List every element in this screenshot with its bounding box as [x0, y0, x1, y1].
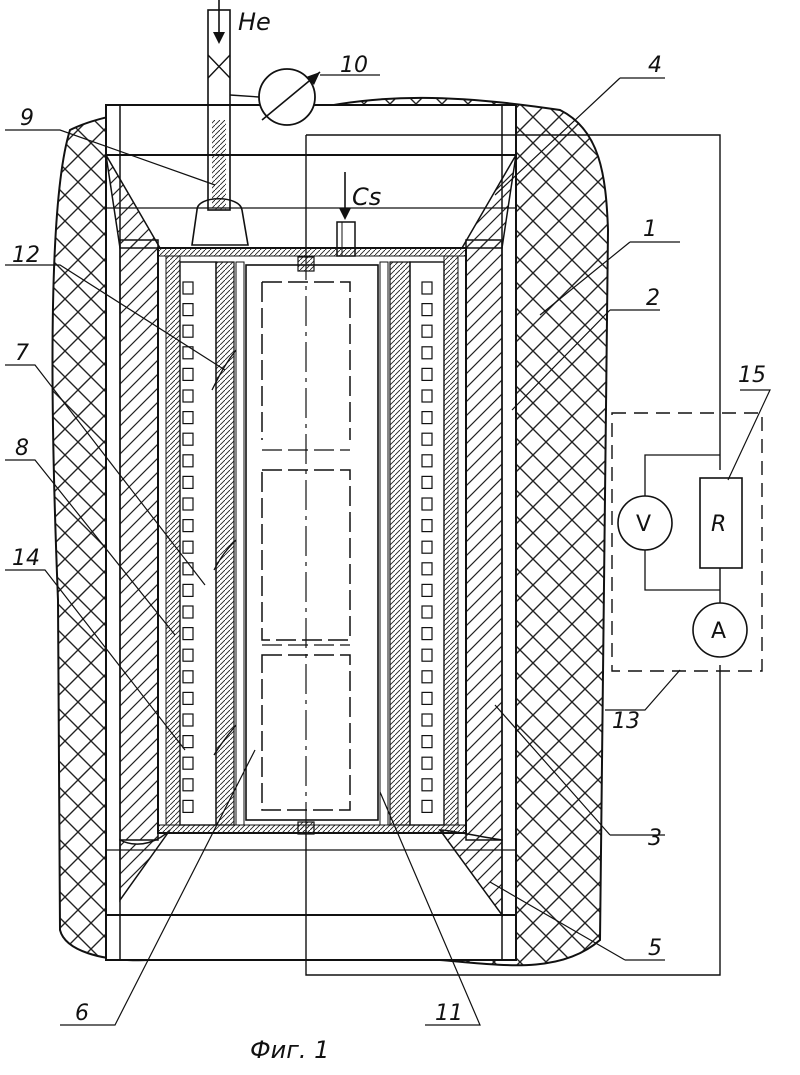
- electrode-tooth: [422, 412, 432, 424]
- electrode-tooth: [183, 757, 193, 769]
- electrode-tooth: [183, 390, 193, 402]
- part-label-5: 5: [648, 936, 662, 961]
- electrode-tooth: [183, 692, 193, 704]
- electrode-tooth: [183, 476, 193, 488]
- electrode-tooth: [422, 541, 432, 553]
- electrode-tooth: [183, 584, 193, 596]
- part-label-1: 1: [643, 217, 657, 242]
- electrode-tooth: [183, 541, 193, 553]
- electrode-tooth: [183, 412, 193, 424]
- figure-caption: Фиг. 1: [250, 1036, 329, 1064]
- part-label-8: 8: [15, 436, 29, 461]
- voltmeter-label: V: [636, 512, 651, 537]
- electrode-tooth: [422, 584, 432, 596]
- electrode-tooth: [422, 606, 432, 618]
- electrode-tooth: [422, 347, 432, 359]
- electrode-tooth: [183, 433, 193, 445]
- electrode-tooth: [422, 433, 432, 445]
- electrode-tooth: [183, 714, 193, 726]
- electrode-tooth: [422, 757, 432, 769]
- part-label-12: 12: [12, 243, 40, 268]
- electrode-tooth: [183, 800, 193, 812]
- resistor-label: R: [711, 512, 726, 537]
- cesium-label: Cs: [352, 183, 381, 211]
- part-label-10: 10: [340, 53, 368, 78]
- part-label-4: 4: [648, 53, 662, 78]
- part-label-6: 6: [75, 1001, 89, 1026]
- electrode-tooth: [183, 520, 193, 532]
- electrode-tooth: [422, 736, 432, 748]
- electrode-tooth: [422, 455, 432, 467]
- electrode-tooth: [183, 368, 193, 380]
- electrode-tooth: [183, 649, 193, 661]
- electrode-tooth: [183, 628, 193, 640]
- electrode-tooth: [183, 606, 193, 618]
- electrode-tooth: [422, 800, 432, 812]
- electrode-tooth: [422, 304, 432, 316]
- electrode-tooth: [422, 779, 432, 791]
- electrode-tooth: [183, 563, 193, 575]
- electrode-tooth: [422, 628, 432, 640]
- electrode-tooth: [183, 779, 193, 791]
- ammeter-label: A: [711, 619, 726, 644]
- helium-label: He: [238, 8, 271, 36]
- electrode-tooth: [183, 325, 193, 337]
- electrode-tooth: [422, 649, 432, 661]
- electrode-tooth: [183, 304, 193, 316]
- electrode-tooth: [422, 671, 432, 683]
- electrode-tooth: [422, 692, 432, 704]
- part-label-9: 9: [20, 106, 34, 131]
- electrode-tooth: [422, 498, 432, 510]
- electrode-tooth: [422, 563, 432, 575]
- part-label-2: 2: [646, 286, 660, 311]
- part-label-3: 3: [648, 826, 662, 851]
- electrode-tooth: [183, 282, 193, 294]
- electrode-tooth: [422, 282, 432, 294]
- electrode-tooth: [183, 498, 193, 510]
- part-label-13: 13: [612, 709, 640, 734]
- electrode-tooth: [422, 325, 432, 337]
- part-label-14: 14: [12, 546, 40, 571]
- part-label-11: 11: [435, 1001, 463, 1026]
- electrode-tooth: [183, 736, 193, 748]
- electrode-tooth: [422, 368, 432, 380]
- electrode-tooth: [183, 671, 193, 683]
- part-label-15: 15: [738, 363, 766, 388]
- electrode-tooth: [422, 476, 432, 488]
- part-label-7: 7: [15, 341, 29, 366]
- electrode-tooth: [422, 520, 432, 532]
- electrode-tooth: [422, 390, 432, 402]
- electrode-tooth: [422, 714, 432, 726]
- electrode-tooth: [183, 455, 193, 467]
